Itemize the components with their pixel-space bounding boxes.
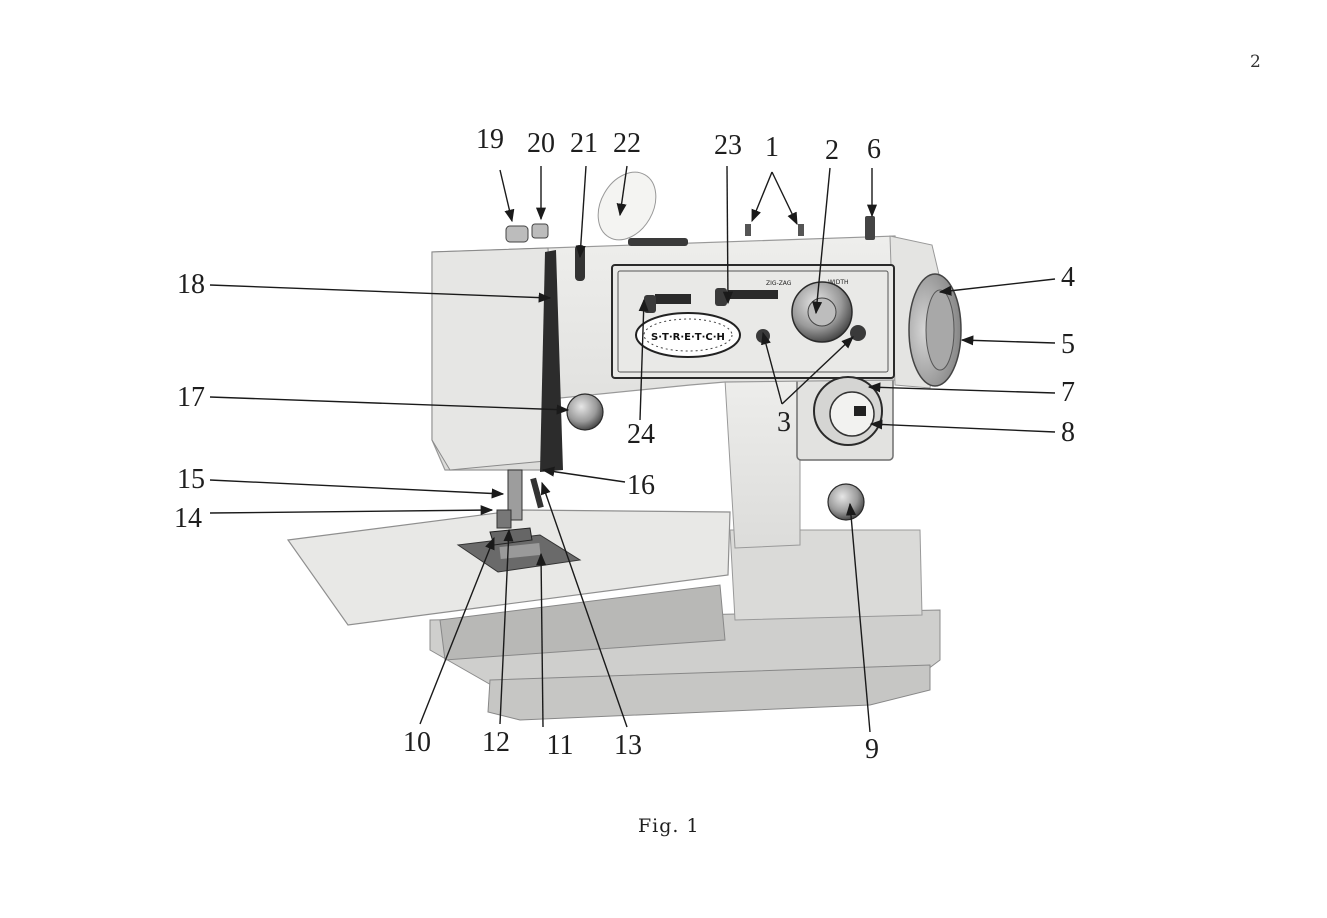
head-trim — [540, 250, 563, 472]
callout-20: 20 — [527, 128, 555, 159]
panel-zigzag-label: ZIG-ZAG — [766, 280, 792, 287]
callout-24: 24 — [627, 419, 655, 450]
spool-pin-left — [505, 225, 529, 243]
callout-9: 9 — [865, 734, 879, 765]
width-lock-knob — [756, 329, 770, 343]
callout-19: 19 — [476, 124, 504, 155]
top-pin-b — [798, 224, 804, 236]
leader-lines — [209, 165, 1056, 733]
callout-4: 4 — [1061, 262, 1075, 293]
callout-11: 11 — [547, 730, 574, 761]
pattern-slot — [655, 294, 691, 304]
callout-3: 3 — [777, 407, 791, 438]
face-plate — [431, 247, 557, 471]
zigzag-slot — [728, 290, 778, 299]
figure-caption: Fig. 1 — [638, 815, 700, 837]
callout-22: 22 — [613, 128, 641, 159]
spool-pin-right — [531, 223, 549, 239]
bobbin-winder — [865, 216, 875, 240]
machine-illustration: S·T·R·E·T·C·H ZIG-ZAG WIDTH — [286, 171, 962, 721]
pattern-lever — [644, 295, 656, 313]
callout-6: 6 — [867, 134, 881, 165]
callout-10: 10 — [403, 727, 431, 758]
callout-23: 23 — [714, 130, 742, 161]
callout-18: 18 — [177, 269, 205, 300]
callout-12: 12 — [482, 727, 510, 758]
callout-13: 13 — [614, 730, 642, 761]
page-number: 2 — [1250, 52, 1261, 72]
top-pin-a — [745, 224, 751, 236]
callout-21: 21 — [570, 128, 598, 159]
arm-slot — [439, 584, 726, 661]
top-cover-opening — [628, 238, 688, 246]
panel-width-label: WIDTH — [828, 279, 849, 286]
callout-5: 5 — [1061, 329, 1075, 360]
presser-regulator-knob — [566, 393, 604, 431]
callout-16: 16 — [627, 470, 655, 501]
base-foot — [487, 664, 931, 721]
needle-bar — [507, 469, 523, 521]
limit-lock-knob — [850, 325, 866, 341]
reverse-knob — [827, 483, 865, 521]
base-lower-block — [729, 529, 923, 621]
stretch-emblem — [635, 312, 741, 358]
needle-clamp — [496, 509, 512, 529]
callout-17: 17 — [177, 382, 205, 413]
callout-2: 2 — [825, 135, 839, 166]
top-cover — [597, 171, 657, 241]
callout-15: 15 — [177, 464, 205, 495]
callout-labels: 19 20 21 22 23 1 2 6 4 5 7 8 18 17 15 14… — [174, 124, 1075, 765]
stretch-label: S·T·R·E·T·C·H — [651, 332, 725, 343]
zigzag-lever — [715, 288, 727, 306]
callout-14: 14 — [174, 503, 202, 534]
presser-foot-lifter — [530, 477, 544, 509]
callout-7: 7 — [1061, 377, 1075, 408]
callout-1: 1 — [765, 132, 779, 163]
callout-8: 8 — [1061, 417, 1075, 448]
